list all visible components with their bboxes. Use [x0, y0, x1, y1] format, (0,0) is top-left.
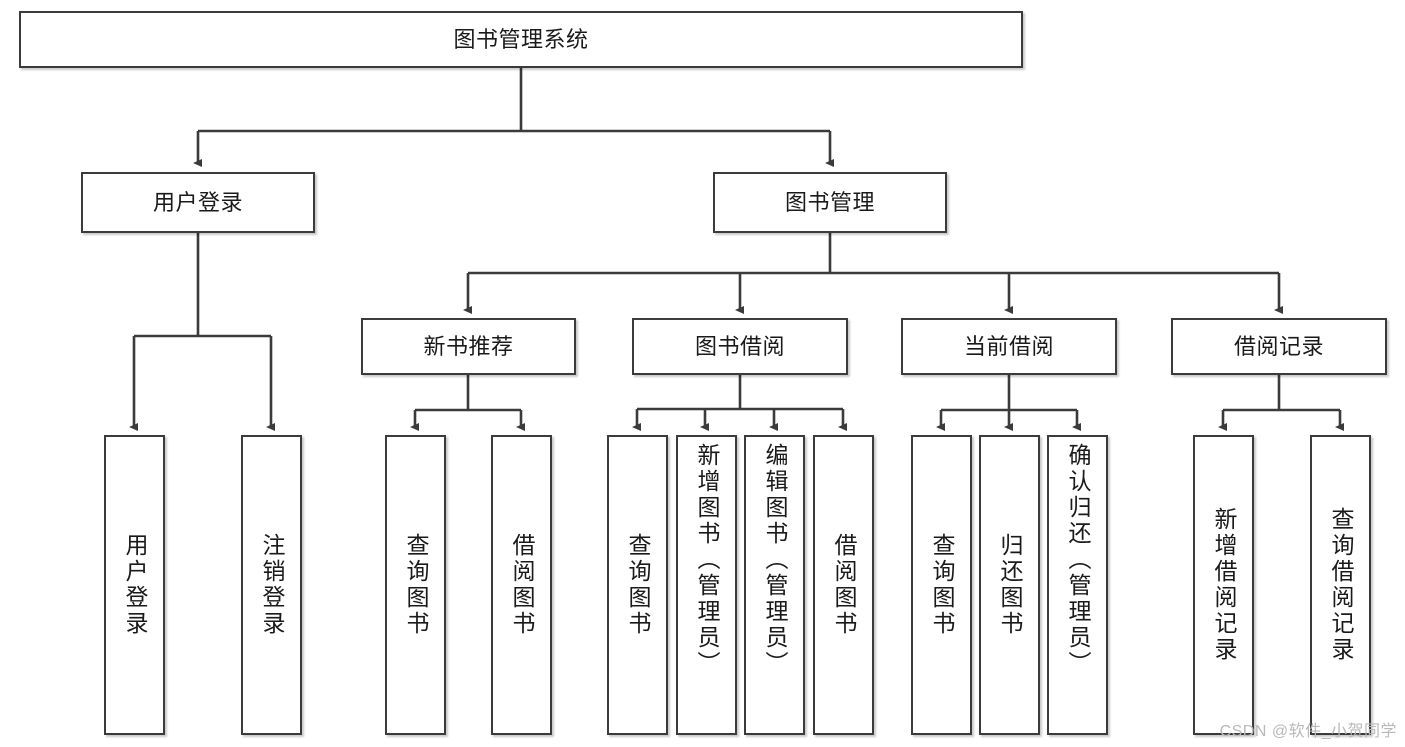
leaf-return-book[interactable]: 归还图书 — [979, 435, 1040, 735]
leaf-logout[interactable]: 注销登录 — [241, 435, 302, 735]
leaf-query-book-current[interactable]: 查询图书 — [911, 435, 972, 735]
node-label: 查询图书 — [403, 533, 429, 637]
leaf-user-login[interactable]: 用户登录 — [104, 435, 165, 735]
leaf-query-book-borrow[interactable]: 查询图书 — [607, 435, 668, 735]
node-label: 注销登录 — [259, 533, 285, 637]
node-label: 图书借阅 — [694, 333, 785, 359]
node-label: 图书管理 — [784, 189, 875, 215]
leaf-add-borrow-record[interactable]: 新增借阅记录 — [1193, 435, 1254, 735]
node-borrow-record[interactable]: 借阅记录 — [1171, 318, 1387, 375]
node-user-login[interactable]: 用户登录 — [81, 172, 315, 233]
node-label: 新增图书（管理员） — [694, 443, 720, 677]
node-root-system[interactable]: 图书管理系统 — [19, 11, 1023, 68]
node-label: 借阅记录 — [1233, 333, 1324, 359]
node-book-borrow[interactable]: 图书借阅 — [632, 318, 848, 375]
node-label: 借阅图书 — [831, 533, 857, 637]
leaf-edit-book[interactable]: 编辑图书（管理员） — [744, 435, 805, 735]
node-current-borrow[interactable]: 当前借阅 — [901, 318, 1117, 375]
node-label: 查询图书 — [625, 533, 651, 637]
node-label: 图书管理系统 — [453, 26, 589, 52]
leaf-confirm-return[interactable]: 确认归还（管理员） — [1047, 435, 1108, 735]
node-label: 查询图书 — [929, 533, 955, 637]
leaf-query-book-new[interactable]: 查询图书 — [385, 435, 446, 735]
leaf-query-borrow-record[interactable]: 查询借阅记录 — [1310, 435, 1371, 735]
node-label: 归还图书 — [997, 533, 1023, 637]
node-label: 确认归还（管理员） — [1065, 443, 1091, 677]
node-label: 编辑图书（管理员） — [762, 443, 788, 677]
node-label: 新增借阅记录 — [1211, 507, 1237, 663]
node-label: 借阅图书 — [509, 533, 535, 637]
node-label: 用户登录 — [122, 533, 148, 637]
csdn-watermark: CSDN @软件_小贺同学 — [1219, 723, 1397, 740]
node-label: 新书推荐 — [423, 333, 514, 359]
node-label: 用户登录 — [152, 189, 243, 215]
leaf-borrow-book-new[interactable]: 借阅图书 — [491, 435, 552, 735]
leaf-borrow-book-borrow[interactable]: 借阅图书 — [813, 435, 874, 735]
node-label: 当前借阅 — [963, 333, 1054, 359]
leaf-add-book[interactable]: 新增图书（管理员） — [676, 435, 737, 735]
node-book-management[interactable]: 图书管理 — [713, 172, 947, 233]
node-new-book-recommend[interactable]: 新书推荐 — [361, 318, 576, 375]
node-label: 查询借阅记录 — [1328, 507, 1354, 663]
